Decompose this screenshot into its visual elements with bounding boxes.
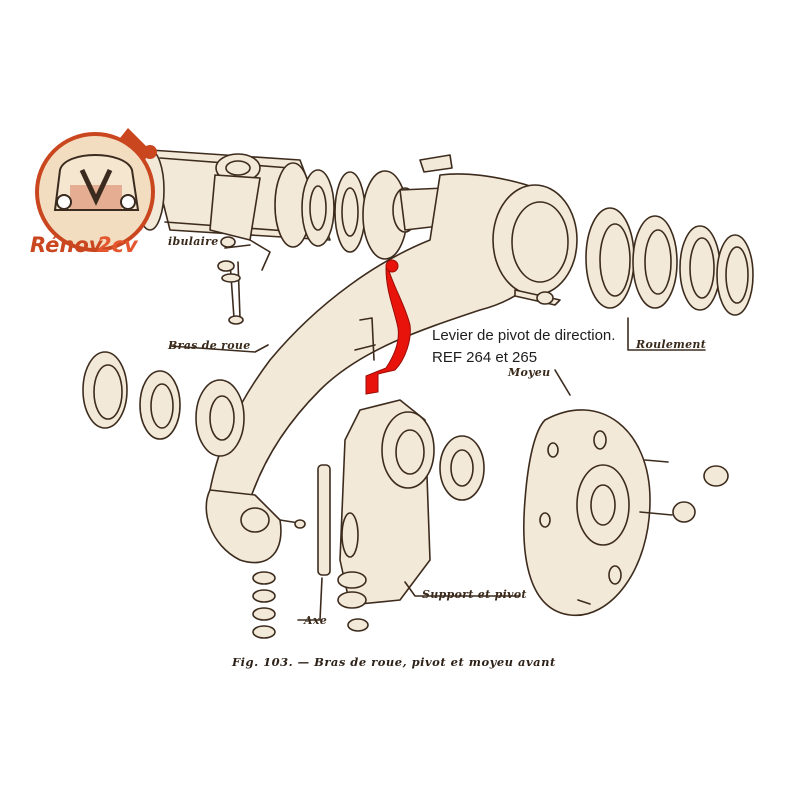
figure-caption: Fig. 103. — Bras de roue, pivot et moyeu… [231,655,556,669]
support-pivot-part [337,399,485,632]
label-moyeu: Moyeu [507,366,550,379]
axle-pin-part [252,464,331,639]
bolt-part [217,260,244,325]
annotation-line2: REF 264 et 265 [432,349,537,366]
tube-assembly [135,149,453,271]
bearing-left [82,351,245,457]
steering-lever-highlight [365,259,411,395]
leader-lines [169,244,706,621]
bearing-set-right [585,207,754,316]
wheel-arm [205,173,578,564]
label-bras-de-roue: Bras de roue [167,339,251,352]
label-support-et-pivot: Support et pivot [422,588,527,601]
label-axe: Axe [303,614,327,627]
logo-text-renov: Rénov [30,233,104,257]
logo-text-2cv: 2cv [97,233,139,257]
renov2cv-logo: Rénov 2cv [30,128,157,257]
label-roulement: Roulement [635,338,706,351]
hub-part [523,409,729,617]
annotation-line1: Levier de pivot de direction. [432,327,615,344]
label-tubulaire: ibulaire [168,235,219,248]
